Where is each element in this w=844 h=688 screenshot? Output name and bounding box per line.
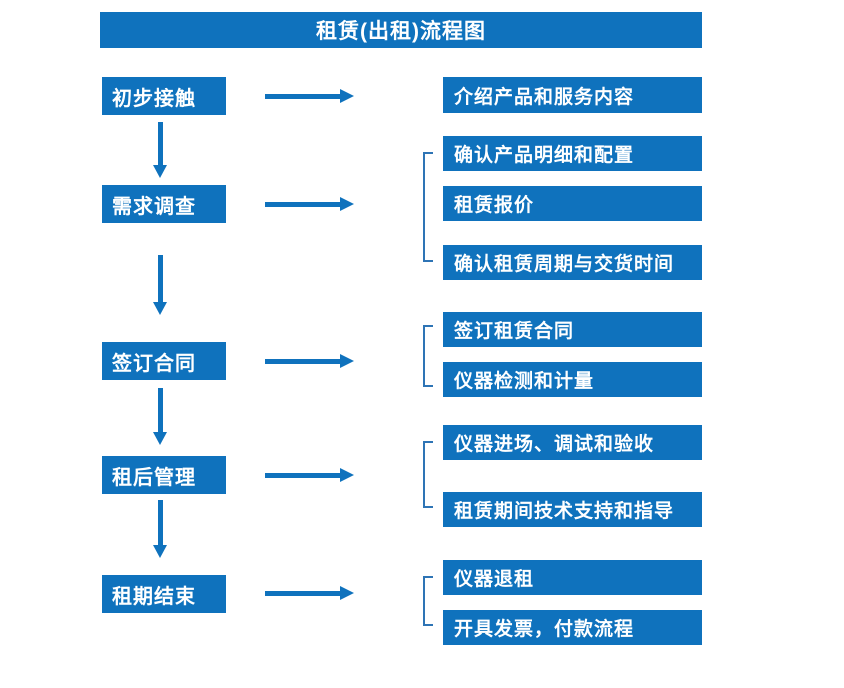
down-arrow-icon: [153, 500, 168, 558]
down-arrow-icon: [153, 122, 168, 178]
flowchart-title: 租赁(出租)流程图: [100, 12, 702, 48]
output-box-introduce-products: 介绍产品和服务内容: [443, 77, 702, 113]
stage-box-sign-contract: 签订合同: [102, 342, 226, 380]
down-arrow-icon: [153, 388, 168, 445]
right-arrow-icon: [265, 468, 354, 482]
output-box-confirm-product-details: 确认产品明细和配置: [443, 136, 702, 171]
output-box-tech-support: 租赁期间技术支持和指导: [443, 492, 702, 527]
output-box-invoice-payment: 开具发票，付款流程: [443, 610, 702, 645]
output-box-instrument-return: 仪器退租: [443, 560, 702, 595]
output-box-instrument-setup: 仪器进场、调试和验收: [443, 425, 702, 460]
down-arrow-icon: [153, 255, 168, 315]
output-box-sign-rental-contract: 签订租赁合同: [443, 312, 702, 347]
group-bracket: [423, 576, 433, 626]
group-bracket: [423, 152, 433, 262]
group-bracket: [423, 325, 433, 387]
right-arrow-icon: [265, 354, 354, 368]
right-arrow-icon: [265, 197, 354, 211]
group-bracket: [423, 441, 433, 508]
stage-box-post-rental: 租后管理: [102, 456, 226, 494]
right-arrow-icon: [265, 586, 354, 600]
stage-box-rental-end: 租期结束: [102, 575, 226, 613]
output-box-instrument-testing: 仪器检测和计量: [443, 362, 702, 397]
output-box-rental-quote: 租赁报价: [443, 186, 702, 221]
stage-box-initial-contact: 初步接触: [102, 77, 226, 115]
stage-box-demand-survey: 需求调查: [102, 185, 226, 223]
output-box-confirm-rental-period: 确认租赁周期与交货时间: [443, 245, 702, 280]
right-arrow-icon: [265, 89, 354, 103]
